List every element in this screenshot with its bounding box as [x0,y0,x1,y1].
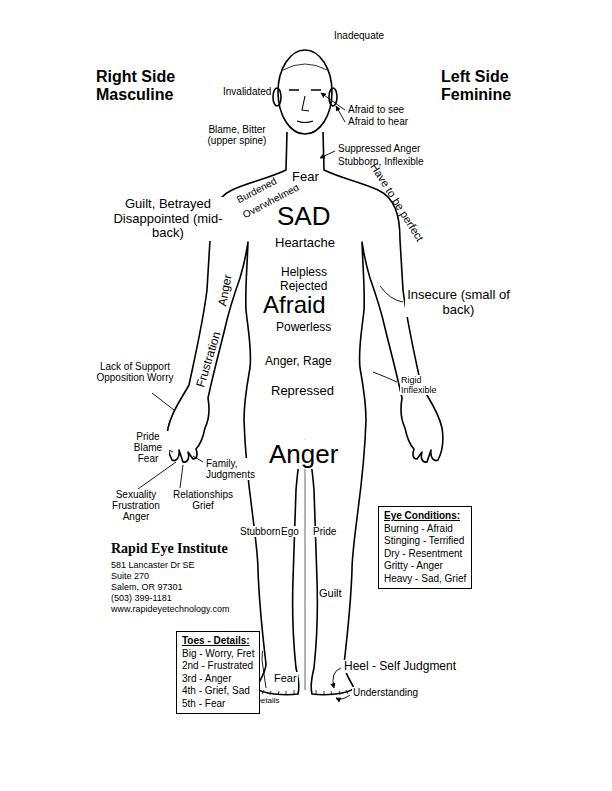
box-entry: 3rd - Anger [182,673,254,686]
body-label: Relationships Grief [166,489,240,511]
body-label: Fear [273,672,298,684]
body-label: Afraid to hear [347,116,409,127]
body-label: Heartache [274,236,336,251]
body-label: Insecure (small of back) [405,288,512,317]
body-label: Rigid Inflexible [400,375,452,395]
body-label: Rapid Eye Institute [110,541,229,557]
body-label: Heel - Self Judgment [343,660,457,673]
box-entry: Dry - Resentment [384,548,466,561]
box-entry: Big - Worry, Fret [182,648,254,661]
body-label: Family, Judgments [205,458,265,480]
body-label: Ego [280,526,300,537]
leader-line [373,372,397,382]
body-label: Inadequate [333,30,385,41]
body-label: Blame, Bitter (upper spine) [200,124,274,146]
body-label: Suite 270 [110,571,150,581]
body-label: Pride Blame Fear [127,431,169,465]
body-label: Frustration [194,329,224,390]
body-label: SAD [276,202,331,231]
leader-line [321,93,345,110]
body-label: Lack of Support Opposition Worry [95,361,175,383]
leader-line [138,462,176,489]
body-label: Afraid [262,292,327,319]
leader-line [336,106,345,122]
center-line [305,440,306,690]
leader-line [380,286,403,302]
body-label: Sexuality Frustration Anger [104,489,168,523]
leader-line [320,151,335,158]
leader-line [193,456,203,462]
nose [302,96,309,111]
toes [262,690,348,695]
body-label: Stubborn [239,526,282,537]
body-label: (503) 399-1181 [110,593,173,603]
body-label: Salem, OR 97301 [110,582,184,592]
body-label: Left Side Feminine [440,68,554,104]
head [278,50,332,134]
eyes [289,89,321,90]
leader-line [336,695,350,699]
body-label: Afraid to see [347,104,405,115]
body-label: Anger [216,272,235,308]
ear [273,88,281,106]
body-label: 581 Lancaster Dr SE [110,560,196,570]
legend-box: Toes - Details:Big - Worry, Fret2nd - Fr… [176,631,260,714]
hairline [283,64,327,70]
body-label: Fear [291,170,320,185]
body-label: Right Side Masculine [95,68,209,104]
box-entry: 2nd - Frustrated [182,660,254,673]
body-label: Pride [312,526,337,537]
legend-box: Eye Conditions:Burning - AfraidStinging … [378,506,472,589]
body-label: www.rapideyetechnology.com [110,604,230,614]
body-label: Powerless [275,321,332,334]
box-entry: Burning - Afraid [384,523,466,536]
body-label: Invalidated [222,86,272,97]
body-label: Anger [268,440,339,469]
body-label: Guilt [318,587,343,599]
box-entry: 4th - Grief, Sad [182,685,254,698]
leader-line [333,668,341,688]
body-label: Suppressed Anger [337,143,421,154]
body-label: Anger, Rage [264,355,333,368]
leader-line [152,393,174,410]
leader-line [180,465,183,488]
body-label: Guilt, Betrayed Disappointed (mid-back) [108,197,228,241]
box-entry: 5th - Fear [182,698,254,711]
mouth [297,121,313,123]
box-entry: Heavy - Sad, Grief [384,573,466,586]
box-heading: Toes - Details: [182,635,254,648]
body-label: Understanding [352,687,419,698]
box-heading: Eye Conditions: [384,510,466,523]
box-entry: Gritty - Anger [384,560,466,573]
body-outline [167,50,443,695]
body-label: Repressed [270,384,335,399]
leader-line [262,651,266,688]
box-entry: Stinging - Terrified [384,535,466,548]
body-label: Have to be perfect [368,160,427,244]
body-label: Helpless [280,266,328,279]
